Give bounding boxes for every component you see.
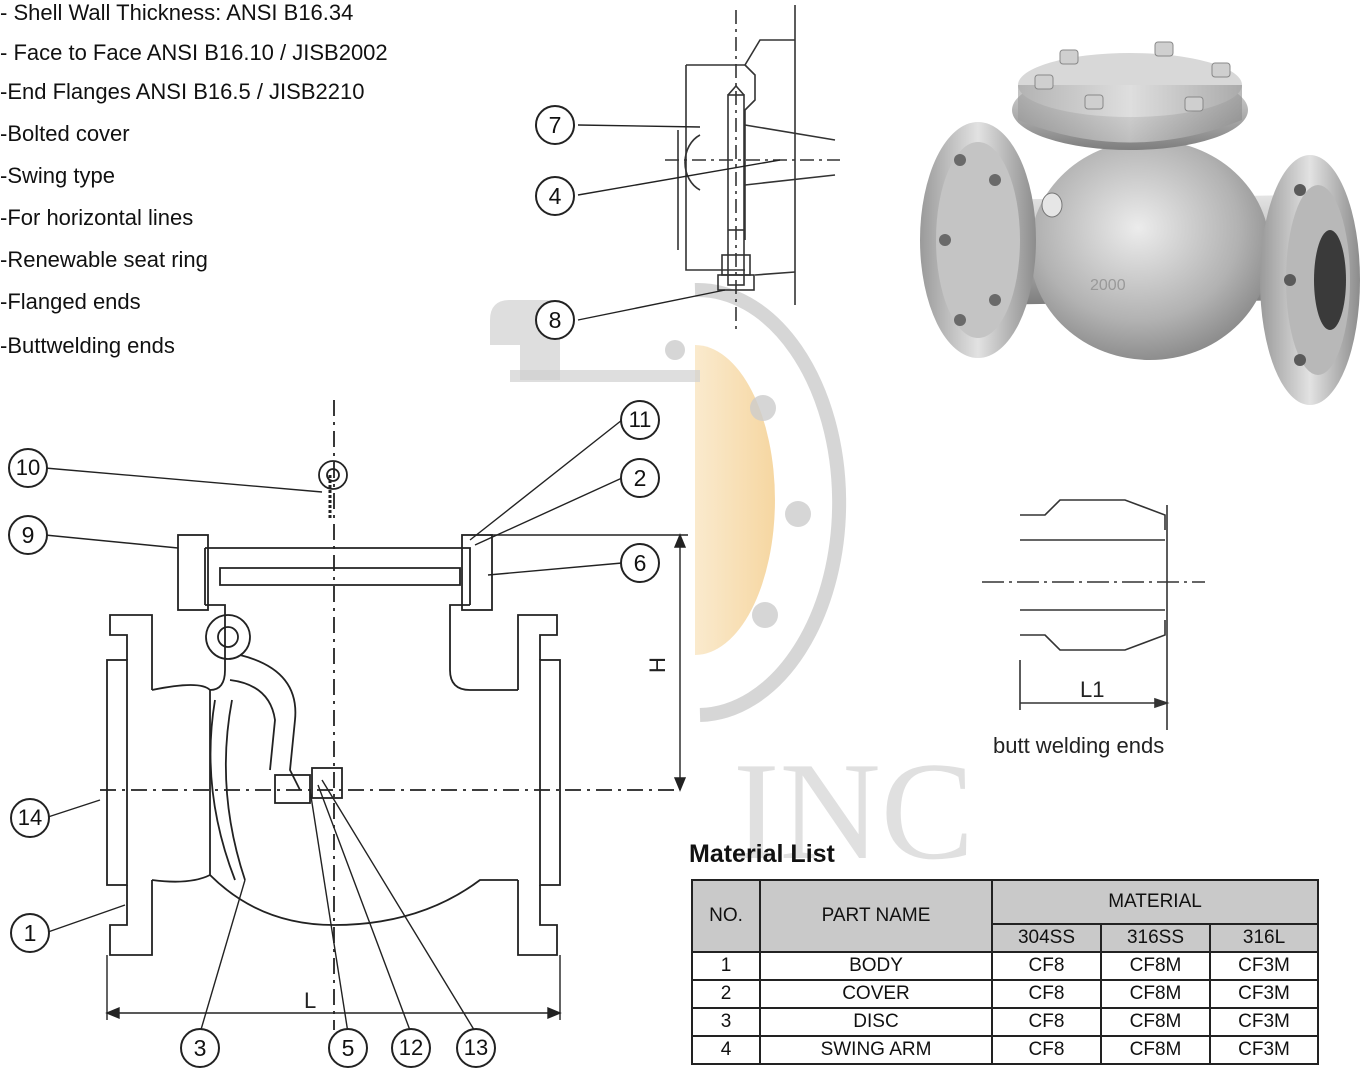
dimension-L1-label: L1: [1080, 677, 1104, 702]
feature-item: -For horizontal lines: [0, 205, 194, 230]
cell-no: 3: [691, 1007, 761, 1037]
callout-1: 1: [10, 913, 50, 953]
cell-no: 4: [691, 1035, 761, 1065]
cell-316l: CF3M: [1208, 1035, 1320, 1065]
cell-316ss: CF8M: [1100, 951, 1211, 981]
callout-11: 11: [620, 400, 660, 440]
cell-316ss: CF8M: [1100, 1035, 1211, 1065]
watermark-text: INC: [733, 734, 974, 889]
cell-304ss: CF8: [991, 979, 1102, 1009]
feature-item: - Shell Wall Thickness: ANSI B16.34: [0, 0, 354, 25]
feature-item: -Buttwelding ends: [0, 333, 175, 358]
callout-6: 6: [620, 543, 660, 583]
callout-12: 12: [391, 1028, 431, 1068]
callout-14: 14: [10, 798, 50, 838]
cell-no: 2: [691, 979, 761, 1009]
header-material: MATERIAL: [990, 879, 1320, 925]
valve-body-marking: 2000: [1090, 277, 1126, 294]
callout-10: 10: [8, 448, 48, 488]
cell-316ss: CF8M: [1100, 1007, 1211, 1037]
table-row: 1 BODY CF8 CF8M CF3M: [691, 951, 1320, 981]
cell-part: BODY: [759, 951, 993, 981]
callout-8: 8: [535, 300, 575, 340]
cell-304ss: CF8: [991, 1035, 1102, 1065]
feature-item: -End Flanges ANSI B16.5 / JISB2210: [0, 79, 365, 104]
feature-item: -Renewable seat ring: [0, 247, 208, 272]
callout-9: 9: [8, 515, 48, 555]
table-row: 3 DISC CF8 CF8M CF3M: [691, 1007, 1320, 1037]
cell-no: 1: [691, 951, 761, 981]
callout-13: 13: [456, 1028, 496, 1068]
material-list-title: Material List: [689, 840, 835, 868]
cell-part: SWING ARM: [759, 1035, 993, 1065]
cell-304ss: CF8: [991, 1007, 1102, 1037]
feature-item: -Bolted cover: [0, 121, 130, 146]
feature-item: -Swing type: [0, 163, 115, 188]
table-row: 2 COVER CF8 CF8M CF3M: [691, 979, 1320, 1009]
header-part-name: PART NAME: [759, 879, 993, 953]
callout-4: 4: [535, 176, 575, 216]
butt-welding-caption: butt welding ends: [993, 733, 1165, 758]
callout-2: 2: [620, 458, 660, 498]
header-grade: 316L: [1208, 923, 1320, 953]
cell-part: COVER: [759, 979, 993, 1009]
callout-3: 3: [180, 1028, 220, 1068]
cell-316ss: CF8M: [1100, 979, 1211, 1009]
dimension-L-label: L: [304, 988, 317, 1013]
feature-item: - Face to Face ANSI B16.10 / JISB2002: [0, 40, 388, 65]
material-table: NO. PART NAME MATERIAL 304SS 316SS 316L …: [691, 879, 1320, 1065]
cell-316l: CF3M: [1208, 979, 1320, 1009]
table-row: 4 SWING ARM CF8 CF8M CF3M: [691, 1035, 1320, 1065]
callout-7: 7: [535, 105, 575, 145]
header-grade: 316SS: [1100, 923, 1211, 953]
callout-5: 5: [328, 1028, 368, 1068]
cell-304ss: CF8: [991, 951, 1102, 981]
header-no: NO.: [691, 879, 761, 953]
feature-item: -Flanged ends: [0, 289, 141, 314]
header-grade: 304SS: [991, 923, 1102, 953]
cell-part: DISC: [759, 1007, 993, 1037]
cell-316l: CF3M: [1208, 951, 1320, 981]
cell-316l: CF3M: [1208, 1007, 1320, 1037]
